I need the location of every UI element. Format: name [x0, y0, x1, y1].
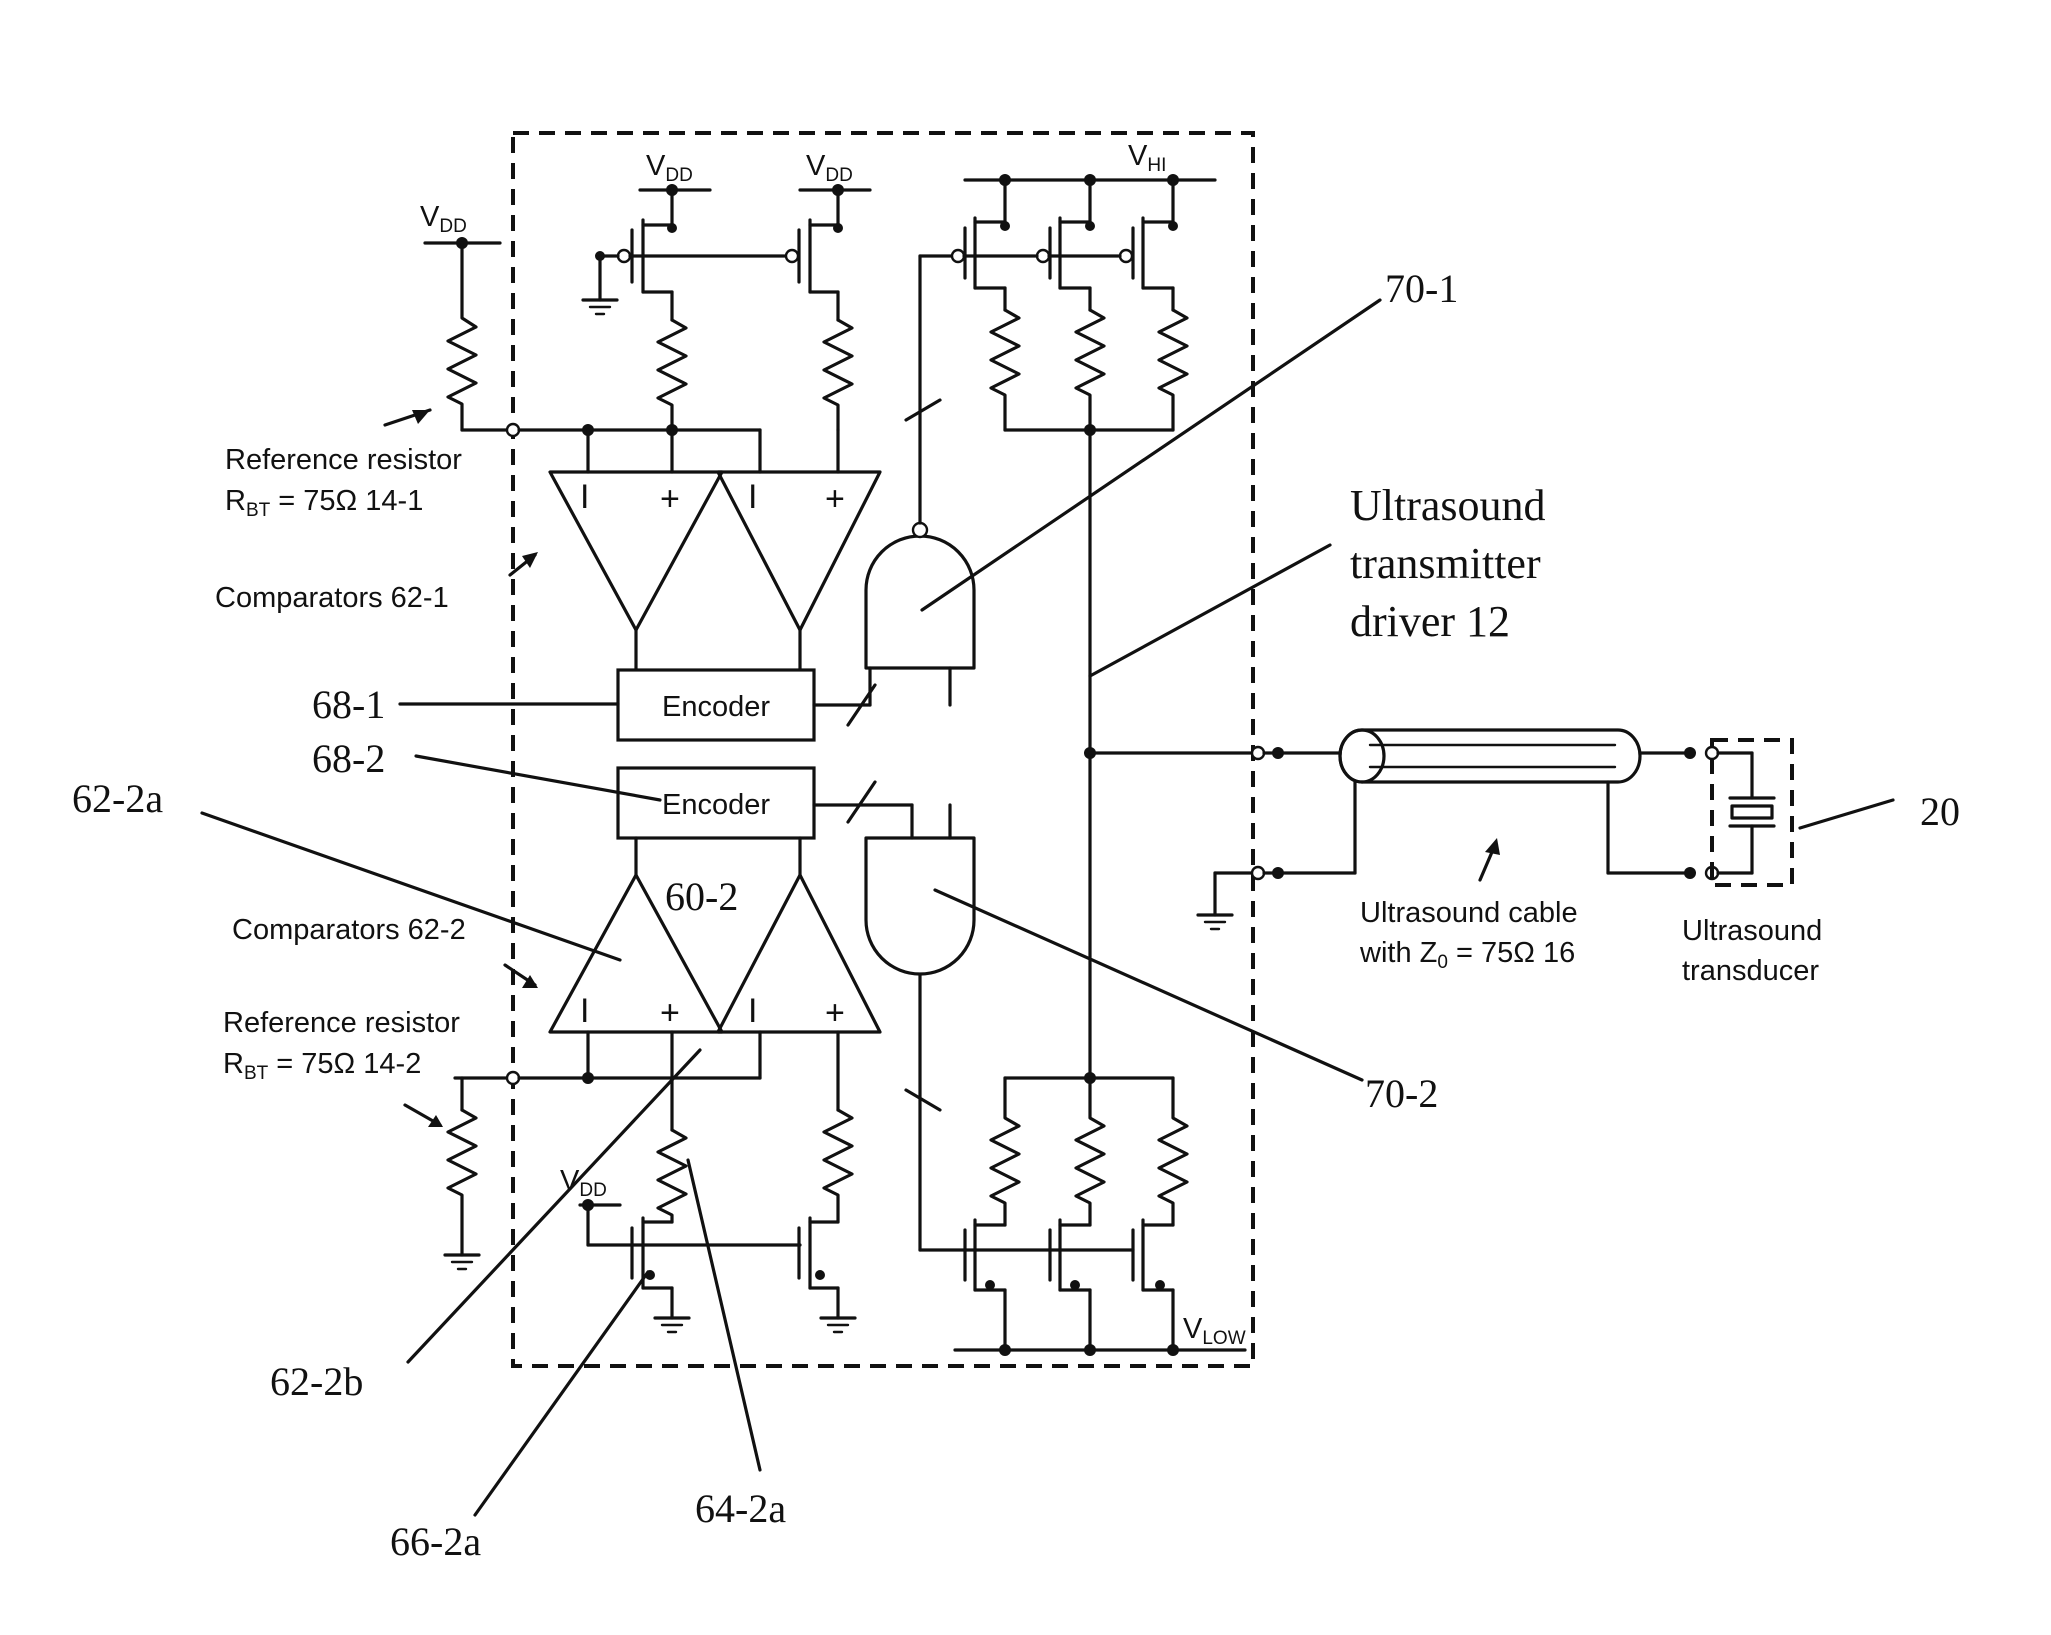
ref-60-2: 60-2 [665, 874, 738, 919]
ref-resistor-2-value: RBT = 75Ω 14-2 [223, 1048, 421, 1084]
bottom-mirror-62-2: VDD [560, 1110, 855, 1332]
driver-label-2: transmitter [1350, 539, 1541, 588]
ref-66-2a: 66-2a [390, 1519, 481, 1564]
vlow-label: VLOW [1183, 1313, 1246, 1349]
ref-70-2: 70-2 [1365, 1071, 1438, 1116]
svg-text:I: I [748, 992, 757, 1030]
and-gate-70-2 [866, 805, 974, 1250]
svg-text:I: I [748, 478, 757, 516]
top-mirror-62-1-right: VDD [786, 150, 870, 430]
nmos-array-vlow: VLOW [920, 1072, 1246, 1356]
cable-label-1: Ultrasound cable [1360, 897, 1578, 929]
svg-text:+: + [825, 994, 845, 1032]
vdd-label-4: VDD [560, 1165, 607, 1201]
comparators-62-2-label: Comparators 62-2 [232, 914, 466, 946]
ref-resistor-1-value: RBT = 75Ω 14-1 [225, 485, 423, 521]
leader-64-2a [688, 1160, 760, 1470]
pmos-array-vhi: VHI [952, 140, 1215, 436]
leader-62-2b [408, 1050, 700, 1362]
transducer-label-2: transducer [1682, 955, 1819, 987]
ref-68-2: 68-2 [312, 736, 385, 781]
leader-66-2a [475, 1272, 648, 1515]
ref-20: 20 [1920, 789, 1960, 834]
crystal-transducer-icon [1718, 753, 1774, 873]
ref-68-1: 68-1 [312, 682, 385, 727]
vdd-label-1: VDD [420, 201, 467, 237]
svg-text:+: + [825, 480, 845, 518]
comparator-62-2-left: I + [550, 838, 722, 1032]
svg-text:+: + [660, 994, 680, 1032]
nand-gate-70-1 [866, 256, 974, 705]
encoder-68-1-label: Encoder [662, 691, 770, 723]
ref-62-2a: 62-2a [72, 776, 163, 821]
cable-label-2: with Z0 = 75Ω 16 [1359, 937, 1575, 973]
comparator-62-1-left: I + [550, 430, 722, 630]
transducer-label-1: Ultrasound [1682, 915, 1822, 947]
driver-label-1: Ultrasound [1350, 481, 1546, 530]
leader-70-2 [935, 890, 1362, 1080]
driver-boundary [513, 133, 1253, 1366]
svg-text:I: I [580, 478, 589, 516]
coax-cable-icon [1340, 730, 1718, 879]
leader-20 [1800, 800, 1893, 828]
leader-driver [1090, 545, 1330, 676]
ref-resistor-2-label: Reference resistor [223, 1007, 460, 1039]
top-mirror-62-1: VDD [583, 150, 790, 436]
comparator-62-1-right: I + [718, 430, 880, 630]
comparator-62-2-right: I + [718, 838, 880, 1032]
vdd-label-2: VDD [646, 150, 693, 186]
encoder-68-2-label: Encoder [662, 789, 770, 821]
ref-resistor-14-2 [445, 1078, 479, 1269]
svg-text:I: I [580, 992, 589, 1030]
ref-70-1: 70-1 [1385, 266, 1458, 311]
driver-label-3: driver 12 [1350, 597, 1510, 646]
leader-70-1 [922, 300, 1380, 610]
ref-resistor-1-label: Reference resistor [225, 444, 462, 476]
vhi-label: VHI [1128, 140, 1166, 176]
vdd-label-3: VDD [806, 150, 853, 186]
ref-64-2a: 64-2a [695, 1486, 786, 1531]
ref-62-2b: 62-2b [270, 1359, 363, 1404]
comparators-62-1-label: Comparators 62-1 [215, 582, 449, 614]
ref-resistor-14-1 [425, 237, 519, 436]
svg-text:+: + [660, 480, 680, 518]
